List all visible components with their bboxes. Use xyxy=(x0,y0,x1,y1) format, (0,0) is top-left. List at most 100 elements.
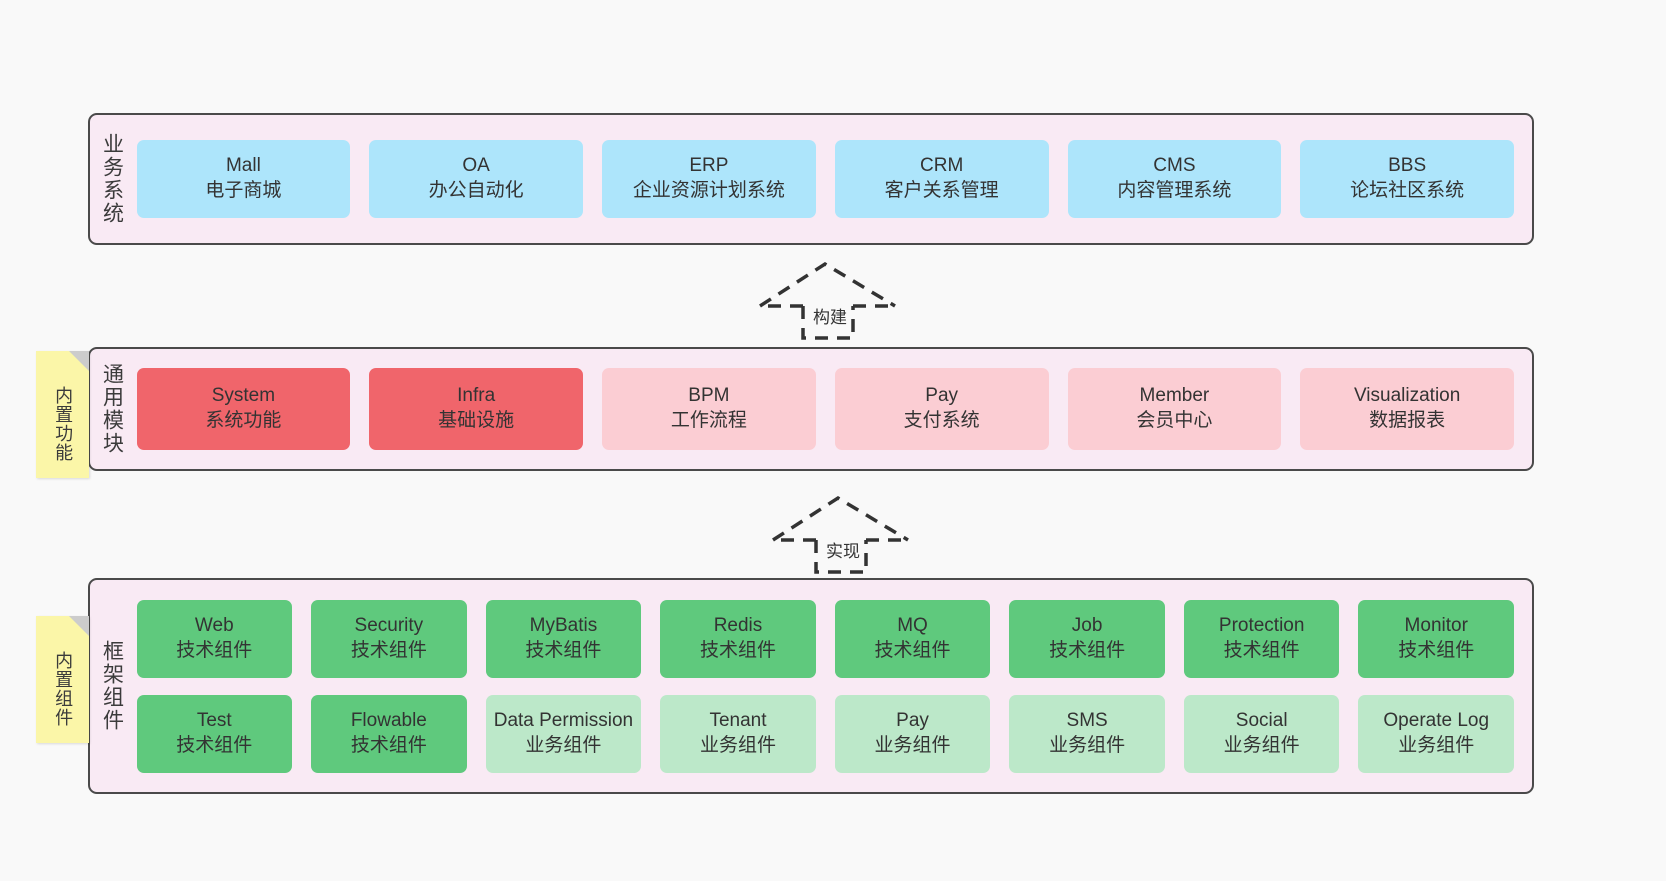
business-system-card-subtitle: 内容管理系统 xyxy=(1117,180,1232,201)
common-module-card[interactable]: System 系统功能 xyxy=(136,368,351,450)
framework-component-card-title: Monitor xyxy=(1404,614,1468,636)
framework-component-card[interactable]: Web 技术组件 xyxy=(136,599,293,678)
framework-component-card-title: Test xyxy=(196,709,232,731)
section-common-modules: 通用模块 System 系统功能 Infra 基础设施 BPM 工作流程 Pay 支付系统 Me… xyxy=(88,347,1534,471)
framework-component-card-subtitle: 业务组件 xyxy=(699,734,776,756)
framework-component-card-title: Social xyxy=(1235,709,1288,731)
connector-implement-arrow xyxy=(772,495,909,574)
framework-component-card[interactable]: MyBatis 技术组件 xyxy=(485,599,642,678)
common-module-card-title: Visualization xyxy=(1353,385,1461,407)
framework-component-card-title: Tenant xyxy=(709,709,767,731)
framework-component-card-title: Job xyxy=(1071,614,1103,636)
framework-component-card-subtitle: 技术组件 xyxy=(176,734,253,756)
business-system-card[interactable]: ERP 企业资源计划系统 xyxy=(602,140,816,218)
framework-component-card-subtitle: 技术组件 xyxy=(350,639,427,661)
framework-component-card-title: MQ xyxy=(897,614,928,636)
framework-component-card-subtitle: 业务组件 xyxy=(1223,734,1300,756)
framework-component-card-title: Protection xyxy=(1218,614,1305,636)
business-system-card-title: CMS xyxy=(1153,155,1196,177)
common-module-card[interactable]: Visualization 数据报表 xyxy=(1300,368,1515,450)
framework-component-card-subtitle: 技术组件 xyxy=(699,639,776,661)
business-system-card[interactable]: OA 办公自动化 xyxy=(369,140,584,218)
business-system-card-subtitle: 论坛社区系统 xyxy=(1350,180,1465,201)
connector-implement: 实现 xyxy=(768,490,918,576)
framework-component-card-title: Web xyxy=(194,614,234,636)
sticky-note-builtin-features-label: 内置功能 xyxy=(53,385,74,462)
common-module-card-subtitle: 工作流程 xyxy=(670,410,747,431)
business-system-card-title: Mall xyxy=(225,155,261,177)
framework-component-card-title: Redis xyxy=(713,614,763,636)
framework-component-card[interactable]: Pay 业务组件 xyxy=(834,694,991,773)
framework-component-card-title: SMS xyxy=(1066,709,1108,731)
common-module-card[interactable]: Infra 基础设施 xyxy=(369,368,584,450)
common-module-card-title: System xyxy=(211,385,276,407)
framework-component-card[interactable]: MQ 技术组件 xyxy=(834,599,991,678)
common-module-card-title: Infra xyxy=(457,385,496,407)
framework-component-card-title: Flowable xyxy=(350,709,427,731)
framework-component-card-subtitle: 业务组件 xyxy=(1049,734,1126,756)
business-system-card[interactable]: CMS 内容管理系统 xyxy=(1067,140,1282,218)
framework-component-card-subtitle: 业务组件 xyxy=(874,734,951,756)
common-module-card[interactable]: Pay 支付系统 xyxy=(834,368,1049,450)
framework-component-card-subtitle: 技术组件 xyxy=(525,639,602,661)
common-module-card-subtitle: 会员中心 xyxy=(1136,410,1213,431)
section-label-common-modules: 通用模块 xyxy=(100,363,124,455)
sticky-note-builtin-components: 内置组件 xyxy=(36,616,89,743)
business-system-card-subtitle: 企业资源计划系统 xyxy=(632,180,785,201)
framework-component-card-subtitle: 技术组件 xyxy=(1398,639,1475,661)
framework-component-card[interactable]: Protection 技术组件 xyxy=(1183,599,1340,678)
sticky-note-builtin-components-label: 内置组件 xyxy=(53,650,74,727)
business-system-card-title: OA xyxy=(462,155,490,177)
framework-component-card-subtitle: 技术组件 xyxy=(1223,639,1300,661)
common-module-card-subtitle: 支付系统 xyxy=(903,410,980,431)
framework-component-card-title: MyBatis xyxy=(529,614,598,636)
section-body-common-modules: System 系统功能 Infra 基础设施 BPM 工作流程 Pay 支付系统 Member 会… xyxy=(133,349,1532,469)
framework-component-card[interactable]: Tenant 业务组件 xyxy=(660,694,816,773)
framework-component-card-subtitle: 业务组件 xyxy=(525,734,602,756)
framework-component-card[interactable]: Flowable 技术组件 xyxy=(311,694,467,773)
framework-component-card-title: Pay xyxy=(896,709,929,731)
connector-build-label: 构建 xyxy=(813,308,847,327)
framework-component-card-subtitle: 技术组件 xyxy=(350,734,427,756)
connector-implement-label: 实现 xyxy=(826,542,860,561)
business-system-card-subtitle: 客户关系管理 xyxy=(884,180,999,201)
common-module-card[interactable]: Member 会员中心 xyxy=(1067,368,1282,450)
framework-component-card[interactable]: Redis 技术组件 xyxy=(660,599,816,678)
business-system-card-subtitle: 办公自动化 xyxy=(428,180,524,201)
business-system-card[interactable]: Mall 电子商城 xyxy=(136,140,351,218)
framework-component-card[interactable]: Security 技术组件 xyxy=(311,599,467,678)
framework-component-card-subtitle: 技术组件 xyxy=(176,639,253,661)
common-module-card[interactable]: BPM 工作流程 xyxy=(602,368,816,450)
common-modules-row: System 系统功能 Infra 基础设施 BPM 工作流程 Pay 支付系统 Member 会… xyxy=(136,368,1515,450)
common-module-card-subtitle: 基础设施 xyxy=(438,410,515,431)
framework-component-card[interactable]: Operate Log 业务组件 xyxy=(1358,694,1515,773)
framework-component-card-title: Data Permission xyxy=(493,709,634,731)
common-module-card-title: BPM xyxy=(688,385,730,407)
framework-component-card[interactable]: Monitor 技术组件 xyxy=(1358,599,1515,678)
framework-component-card[interactable]: Test 技术组件 xyxy=(136,694,293,773)
framework-component-card-title: Security xyxy=(354,614,424,636)
framework-component-card-subtitle: 技术组件 xyxy=(874,639,951,661)
common-module-card-title: Pay xyxy=(925,385,959,407)
business-system-card-subtitle: 电子商城 xyxy=(205,180,282,201)
framework-component-card-title: Operate Log xyxy=(1383,709,1490,731)
common-module-card-subtitle: 系统功能 xyxy=(205,410,282,431)
framework-component-card[interactable]: Data Permission 业务组件 xyxy=(485,694,642,773)
business-system-card-title: ERP xyxy=(689,155,729,177)
common-module-card-subtitle: 数据报表 xyxy=(1369,410,1446,431)
framework-component-card[interactable]: Social 业务组件 xyxy=(1183,694,1340,773)
common-module-card-title: Member xyxy=(1139,385,1210,407)
framework-component-card[interactable]: SMS 业务组件 xyxy=(1009,694,1165,773)
section-label-business-systems: 业务系统 xyxy=(100,133,124,225)
framework-component-card-subtitle: 业务组件 xyxy=(1398,734,1475,756)
